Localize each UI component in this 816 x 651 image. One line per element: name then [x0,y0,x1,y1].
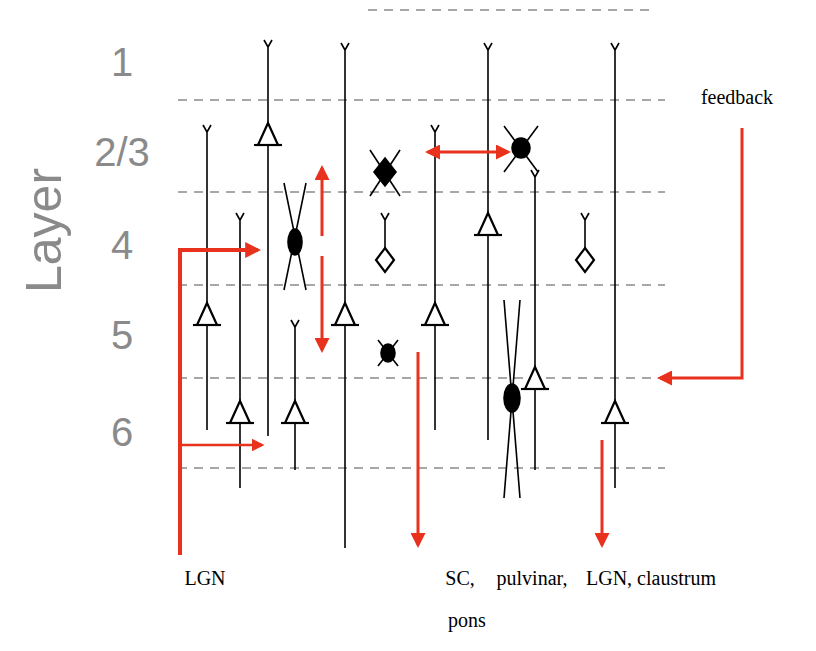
projection-label: feedback [701,86,773,108]
projection-label: pons [448,609,486,631]
layer-boundaries [178,10,665,468]
projection-label: LGN [184,567,225,589]
layer-number: 1 [111,40,133,84]
axis-title: Layer [18,167,73,292]
layer-number: 2/3 [94,130,150,174]
projection-label: pulvinar, [497,567,568,589]
projection-label: LGN, claustrum [586,567,716,589]
projection-arrows [180,128,742,555]
neurons [193,40,629,548]
layer-number: 5 [111,313,133,357]
layer-number: 4 [111,223,133,267]
layer-number: 6 [111,410,133,454]
projection-label: SC, [445,567,474,589]
